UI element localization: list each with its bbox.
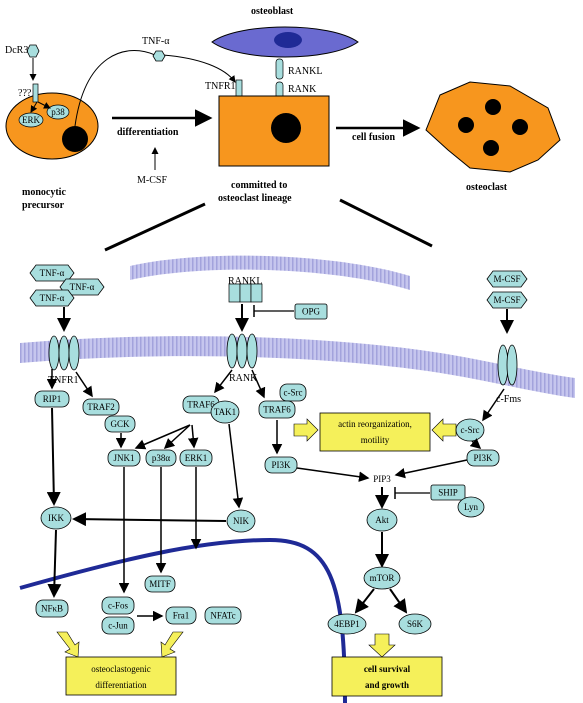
actin-label-1: actin reorganization,: [338, 419, 412, 429]
nfkb-node: NFκB: [41, 604, 63, 614]
cjun-node: c-Jun: [108, 621, 128, 631]
rankl-top-label: RANKL: [288, 66, 322, 77]
committed-label-1: committed to: [231, 180, 287, 191]
p38-label: p38: [51, 107, 65, 117]
tak1-node: TAK1: [214, 407, 236, 417]
survival-label-2: and growth: [365, 680, 409, 690]
p38a-node: p38α: [152, 453, 171, 463]
pip3-node: PIP3: [373, 474, 391, 484]
tnf-ligand-cluster: TNF-α TNF-α TNF-α: [29, 264, 105, 307]
cell-fusion-label: cell fusion: [352, 132, 395, 143]
tnf-a2-label: TNF-α: [70, 282, 95, 292]
jnk1-node: JNK1: [113, 453, 134, 463]
osteo-label-2: differentiation: [95, 680, 147, 690]
traf6b-node: TRAF6: [263, 405, 291, 415]
tnf-a3-label: TNF-α: [40, 293, 65, 303]
survival-box: [331, 656, 443, 697]
monocytic-label-2: precursor: [22, 200, 65, 211]
mcsf1-label: M-CSF: [493, 274, 520, 284]
rankl-ligand: [228, 283, 263, 303]
monocytic-label-1: monocytic: [22, 187, 66, 198]
actin-label-2: motility: [361, 435, 390, 445]
cell-membrane: [20, 336, 575, 398]
nfatc-node: NFATc: [210, 611, 235, 621]
nucleus-envelope: [19, 537, 347, 703]
rank-label: RANK: [229, 373, 258, 384]
csrc2-node: c-Src: [461, 425, 480, 435]
cfos-node: c-Fos: [108, 601, 128, 611]
opg-label: OPG: [302, 307, 321, 317]
erk-label: ERK: [22, 115, 41, 125]
4ebp1-node: 4EBP1: [334, 619, 360, 629]
p38-node: [46, 104, 70, 120]
traf6a-node: TRAF6: [187, 400, 215, 410]
tnf-a1-label: TNF-α: [40, 268, 65, 278]
dcr3-hexagon: [26, 44, 40, 58]
cfms-label: c-Fms: [496, 394, 521, 405]
osteoclast-cell: [425, 81, 561, 173]
osteoclast-label: osteoclast: [466, 182, 508, 193]
tnfr1-top-label: TNFR1: [205, 81, 236, 92]
ship-node: SHIP: [438, 488, 458, 498]
survival-label-1: cell survival: [364, 664, 411, 674]
nik-node: NIK: [233, 516, 249, 526]
erk1-node: ERK1: [185, 453, 208, 463]
gck-node: GCK: [110, 419, 130, 429]
mtor-node: mTOR: [370, 573, 395, 583]
csrc1-node: c-Src: [284, 388, 303, 398]
osteoblast-label: osteoblast: [251, 6, 294, 17]
tnfr1-label: TNFR1: [48, 375, 79, 386]
osteoblast-membrane: [130, 255, 410, 290]
question-label: ???: [18, 88, 32, 99]
mitf-node: MITF: [149, 579, 171, 589]
cfms-receptor: [497, 344, 518, 386]
akt-node: Akt: [375, 515, 389, 525]
mcsf-top-label: M-CSF: [137, 175, 167, 186]
monocytic-nucleus: [62, 126, 88, 152]
traf2-node: TRAF2: [87, 402, 115, 412]
dcr3-label: DcR3: [5, 45, 28, 56]
tnf-alpha-top-label: TNF-α: [142, 36, 170, 47]
s6k-node: S6K: [407, 619, 424, 629]
pi3k-right-node: PI3K: [473, 453, 493, 463]
mcsf2-label: M-CSF: [493, 295, 520, 305]
differentiation-label: differentiation: [117, 127, 179, 138]
monocytic-cell: [5, 92, 99, 160]
osteoclastogenic-box: [65, 656, 177, 696]
tnfr1-receptor: [48, 335, 80, 371]
committed-label-2: osteoclast lineage: [218, 193, 292, 204]
rank-top-label: RANK: [288, 84, 317, 95]
erk-node: [18, 112, 44, 128]
osteo-label-1: osteoclastogenic: [91, 664, 150, 674]
rank-receptor: [226, 333, 258, 369]
fra1-node: Fra1: [173, 611, 190, 621]
mcsf-ligand-cluster: M-CSF M-CSF: [486, 270, 528, 309]
rankl-label: RANKL: [228, 276, 262, 287]
lyn-node: Lyn: [464, 502, 479, 512]
ikk-node: IKK: [48, 513, 64, 523]
actin-box: [319, 412, 431, 452]
rip1-node: RIP1: [43, 394, 62, 404]
pi3k-left-node: PI3K: [271, 460, 291, 470]
